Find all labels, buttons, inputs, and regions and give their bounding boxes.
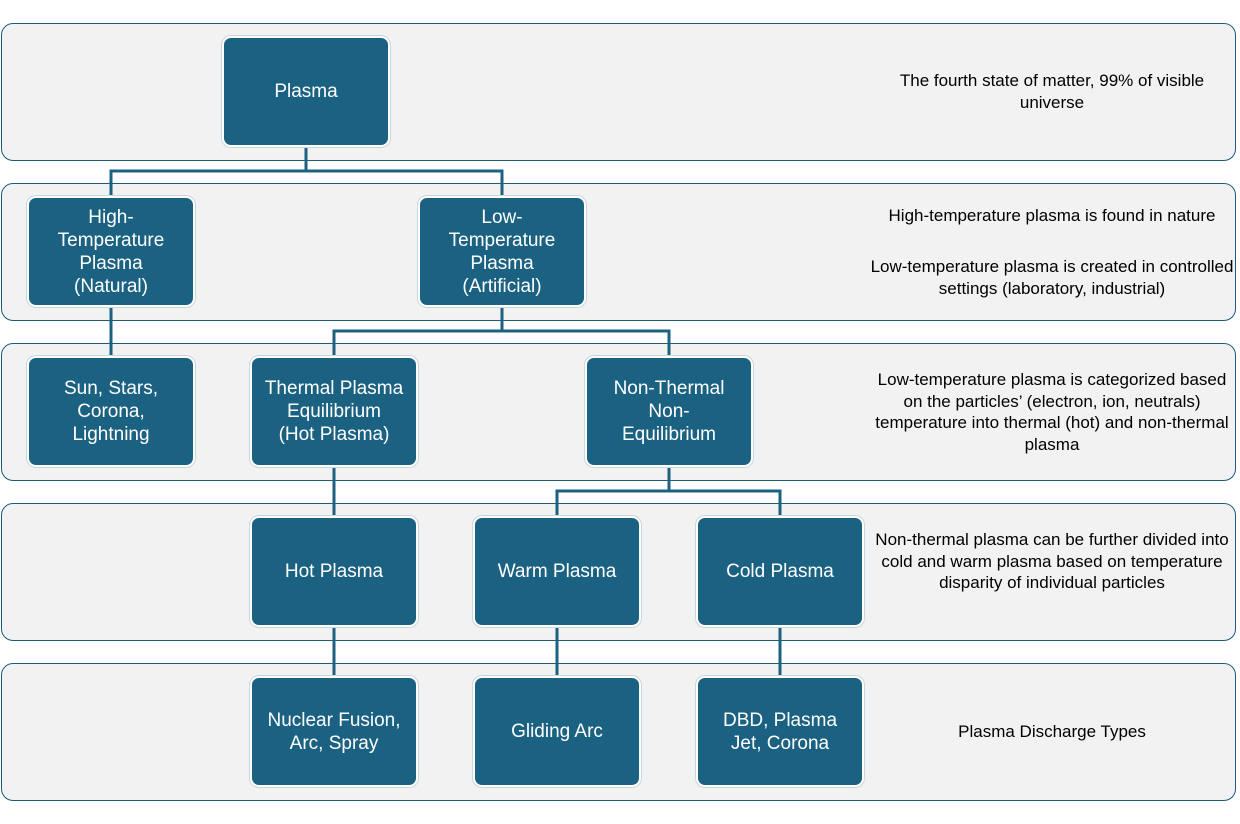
node-high-temperature-plasma-label: High- Temperature Plasma (Natural) bbox=[57, 206, 165, 297]
connector-plasma-to-level2 bbox=[109, 148, 504, 196]
node-low-temperature-plasma: Low- Temperature Plasma (Artificial) bbox=[418, 196, 586, 307]
node-plasma-label: Plasma bbox=[274, 81, 338, 102]
node-nuclear-fusion: Nuclear Fusion, Arc, Spray bbox=[250, 676, 418, 787]
note-row-4: Non-thermal plasma can be further divide… bbox=[875, 530, 1229, 592]
node-cold-plasma: Cold Plasma bbox=[696, 516, 864, 627]
node-hot-plasma: Hot Plasma bbox=[250, 516, 418, 627]
node-warm-plasma-label: Warm Plasma bbox=[497, 561, 617, 582]
node-gliding-arc-label: Gliding Arc bbox=[511, 721, 603, 742]
note-row-1: The fourth state of matter, 99% of visib… bbox=[899, 71, 1205, 112]
note-row-2-high: High-temperature plasma is found in natu… bbox=[888, 206, 1216, 225]
node-thermal-plasma: Thermal Plasma Equilibrium (Hot Plasma) bbox=[250, 356, 418, 467]
connector-nonthermal-to-level4 bbox=[555, 468, 782, 516]
note-row-5: Plasma Discharge Types bbox=[958, 722, 1146, 741]
note-row-3: Low-temperature plasma is categorized ba… bbox=[875, 370, 1229, 454]
row-band-1 bbox=[1, 23, 1236, 161]
node-dbd-label: DBD, Plasma Jet, Corona bbox=[722, 709, 838, 754]
node-non-thermal-plasma: Non-Thermal Non- Equilibrium bbox=[585, 356, 753, 467]
node-cold-plasma-label: Cold Plasma bbox=[726, 561, 834, 582]
note-row-2-low: Low-temperature plasma is created in con… bbox=[870, 257, 1234, 298]
connector-low-to-level3 bbox=[332, 308, 671, 356]
node-natural-examples-label: Sun, Stars, Corona, Lightning bbox=[64, 378, 158, 445]
node-natural-examples: Sun, Stars, Corona, Lightning bbox=[27, 356, 195, 467]
node-high-temperature-plasma: High- Temperature Plasma (Natural) bbox=[27, 196, 195, 307]
node-hot-plasma-label: Hot Plasma bbox=[284, 561, 384, 582]
node-warm-plasma: Warm Plasma bbox=[473, 516, 641, 627]
node-nuclear-fusion-label: Nuclear Fusion, Arc, Spray bbox=[267, 709, 401, 754]
node-plasma: Plasma bbox=[222, 36, 390, 147]
node-thermal-plasma-label: Thermal Plasma Equilibrium (Hot Plasma) bbox=[264, 378, 404, 445]
node-low-temperature-plasma-label: Low- Temperature Plasma (Artificial) bbox=[448, 206, 556, 297]
row-band-2 bbox=[1, 183, 1236, 321]
node-dbd: DBD, Plasma Jet, Corona bbox=[696, 676, 864, 787]
node-non-thermal-plasma-label: Non-Thermal Non- Equilibrium bbox=[613, 378, 725, 445]
node-gliding-arc: Gliding Arc bbox=[473, 676, 641, 787]
